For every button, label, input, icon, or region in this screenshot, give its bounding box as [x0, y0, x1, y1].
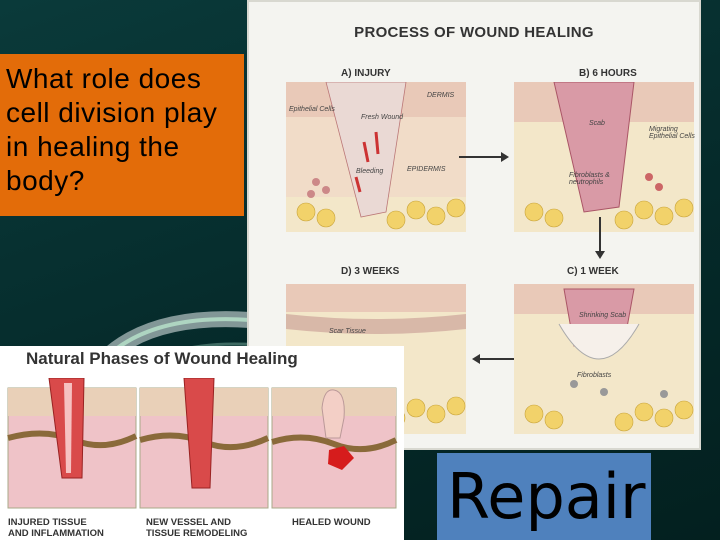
repair-label: Repair: [447, 460, 646, 533]
panel-a-injury-illustration: [286, 82, 466, 232]
label-shrinking-scab: Shrinking Scab: [579, 312, 627, 319]
panel-c-1-week-illustration: [514, 284, 694, 434]
arrow-right-icon: [459, 152, 509, 162]
phase-new-vessel-illustration: [139, 378, 270, 509]
phase-injured-tissue-illustration: [7, 378, 138, 509]
caption-injured-tissue: INJURED TISSUE AND INFLAMMATION: [8, 517, 104, 539]
question-text-box: What role does cell division play in hea…: [0, 54, 244, 216]
panel-c-label: C) 1 WEEK: [567, 266, 619, 277]
label-epithelial-cells: Epithelial Cells: [289, 106, 335, 113]
label-scar-tissue: Scar Tissue: [329, 328, 366, 335]
phase-healed-wound-illustration: [271, 387, 398, 509]
label-bleeding: Bleeding: [356, 168, 384, 175]
label-fibroblasts: Fibroblasts: [577, 372, 612, 379]
label-migrating-epithelial-cells: Migrating Epithelial Cells: [649, 126, 695, 140]
label-fresh-wound: Fresh Wound: [361, 114, 404, 121]
phases-illustration: [7, 378, 398, 509]
caption-healed-wound: HEALED WOUND: [292, 517, 371, 528]
label-scab: Scab: [589, 120, 605, 127]
process-figure-title: PROCESS OF WOUND HEALING: [354, 24, 594, 41]
label-fibroblasts-neutrophils: Fibroblasts & neutrophils: [569, 172, 610, 186]
question-text: What role does cell division play in hea…: [6, 63, 218, 196]
process-of-wound-healing-figure: PROCESS OF WOUND HEALING A) INJURY Epith…: [247, 0, 701, 450]
arrow-down-icon: [595, 217, 605, 259]
label-epidermis: EPIDERMIS: [407, 166, 446, 173]
label-dermis: DERMIS: [427, 92, 455, 99]
panel-d-label: D) 3 WEEKS: [341, 266, 400, 277]
panel-a-label: A) INJURY: [341, 68, 391, 79]
panel-b-6-hours-illustration: [514, 82, 694, 232]
panel-b-label: B) 6 HOURS: [579, 68, 637, 79]
repair-label-box: Repair: [437, 453, 651, 540]
natural-phases-figure: Natural Phases of Wound Healing INJURED …: [0, 346, 404, 540]
phases-figure-title: Natural Phases of Wound Healing: [26, 349, 298, 368]
caption-new-vessel: NEW VESSEL AND TISSUE REMODELING: [146, 517, 248, 539]
